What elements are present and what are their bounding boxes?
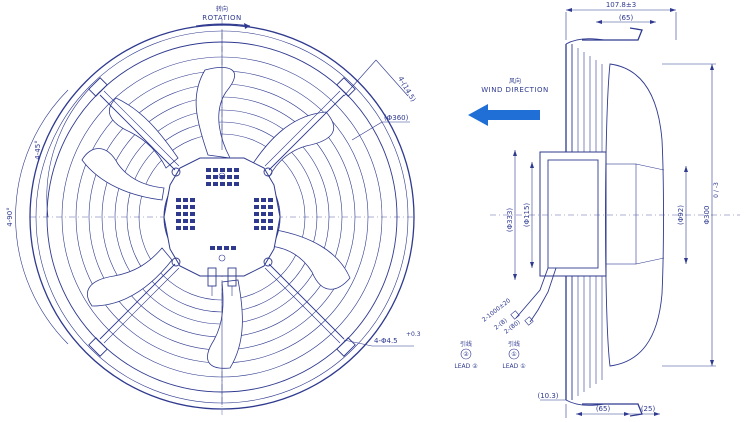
angle-sub-label: 4-45° <box>34 140 42 159</box>
motor-hub <box>163 157 281 296</box>
rotation-cn-label: 转向 <box>216 5 228 13</box>
hole-dim-label: 4-Φ4.5 <box>374 337 398 345</box>
lead1-en-label: LEAD ① <box>502 363 525 370</box>
lead-labels: 引线 ② LEAD ② 引线 ① LEAD ① <box>454 340 525 370</box>
slot-dim-label: 4-(14.5) <box>396 75 417 104</box>
fan-dia-label: Φ300 <box>703 206 711 225</box>
front-annotations: 4-(14.5) (Φ360) 4-Φ4.5 +0.3 <box>343 59 421 347</box>
bottom-mid-label: (65) <box>596 405 611 413</box>
lead2-en-label: LEAD ② <box>454 363 478 370</box>
hub-dia-label: (Φ92) <box>677 205 685 225</box>
guard-spokes <box>99 30 345 405</box>
wind-en-label: WIND DIRECTION <box>481 86 549 94</box>
lead1-num: ① <box>511 351 516 358</box>
side-view: 风向 WIND DIRECTION 107.8±3 (65) <box>454 1 740 418</box>
lead-a-label: 2-1000±20 <box>481 297 512 324</box>
top-dimensions: 107.8±3 (65) <box>565 1 677 40</box>
front-view: 转向 ROTATION 4-90° 4-45° 4-(14.5) (Φ360) … <box>6 5 421 415</box>
leads: 2-1000±20 2-(8) 2-(80) <box>481 267 557 336</box>
motor-body <box>539 151 637 277</box>
wind-direction: 风向 WIND DIRECTION <box>468 77 549 126</box>
rotation-indicator: 转向 ROTATION <box>195 5 251 29</box>
wind-cn-label: 风向 <box>509 77 521 85</box>
angle-dimensions: 4-90° 4-45° <box>6 87 91 345</box>
angle-main-label: 4-90° <box>6 207 14 226</box>
lead2-cn-label: 引线 <box>460 340 472 348</box>
fan-dia-tol: 0 / -3 <box>713 182 720 198</box>
ring-dim-label: (Φ360) <box>384 114 409 122</box>
top-depth-label: (65) <box>619 14 634 22</box>
rotation-en-label: ROTATION <box>202 14 241 22</box>
svg-text:+0.3: +0.3 <box>406 331 421 338</box>
overall-depth-label: 107.8±3 <box>606 1 636 9</box>
bottom-left-label: (10.3) <box>537 392 558 400</box>
bottom-dimensions: (10.3) (65) (25) <box>537 392 660 418</box>
vertical-dimensions: (Φ333) (Φ115) (Φ92) Φ300 0 / -3 <box>506 63 720 367</box>
lead1-cn-label: 引线 <box>508 340 520 348</box>
lead2-num: ② <box>463 351 469 358</box>
motor-inner-label: (Φ115) <box>523 203 531 228</box>
blade-silhouette <box>605 63 665 367</box>
bottom-right-label: (25) <box>641 405 656 413</box>
wind-arrow-icon <box>468 104 540 126</box>
motor-outer-label: (Φ333) <box>506 208 514 233</box>
